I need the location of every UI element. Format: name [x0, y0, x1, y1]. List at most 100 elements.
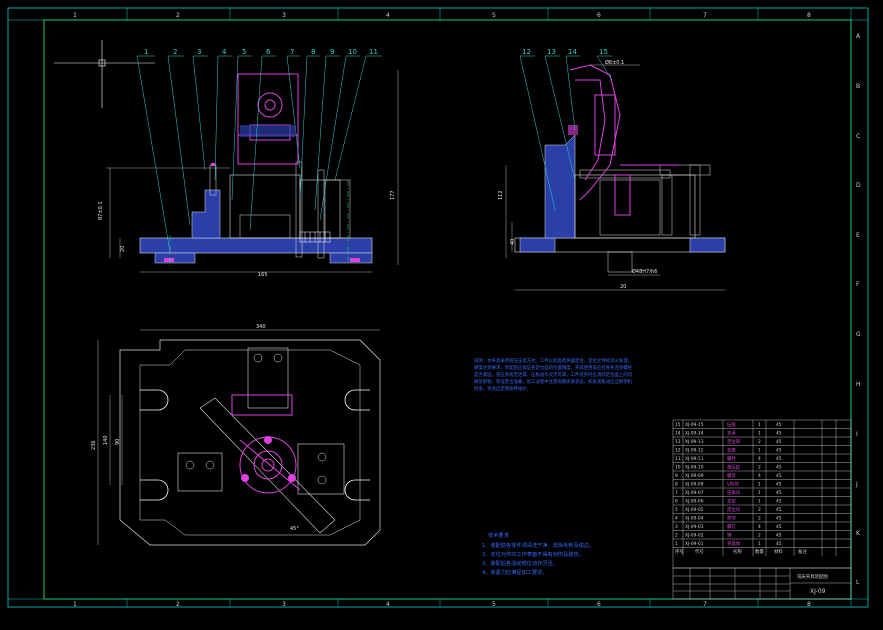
- bom-cell-name: 支承: [727, 430, 736, 437]
- balloon-5: 5: [242, 48, 246, 56]
- bom-cell-code: XJ-09-12: [685, 448, 704, 454]
- balloon-8: 8: [311, 48, 315, 56]
- bom-cell-code: XJ-09-06: [685, 499, 704, 505]
- bom-cell-qty: 1: [758, 541, 761, 547]
- front-view: 87±0.1 20 177 165: [98, 70, 399, 278]
- bom-cell-code: XJ-09-02: [685, 533, 704, 539]
- zone-col-3b: 3: [282, 601, 286, 608]
- bom-cell-name: 销: [727, 532, 732, 539]
- balloon-14: 14: [568, 48, 577, 56]
- zone-row-E: E: [856, 232, 860, 239]
- bom-cell-mat: 45: [776, 422, 782, 428]
- zone-col-5: 5: [492, 12, 496, 19]
- zone-col-7: 7: [703, 12, 707, 19]
- bom-header-mat: 材料: [774, 548, 783, 555]
- zone-col-3: 3: [282, 12, 286, 19]
- bom-cell-mat: 45: [776, 456, 782, 462]
- bom-header-remark: 备注: [798, 548, 807, 555]
- dim-front-width: 165: [258, 272, 268, 278]
- balloon-7: 7: [290, 48, 294, 56]
- bom-cell-name: 定位销: [727, 438, 741, 445]
- bom-cell-no: 14: [675, 431, 681, 437]
- balloon-15: 15: [599, 48, 608, 56]
- balloon-10: 10: [348, 48, 357, 56]
- zone-col-1: 1: [73, 12, 77, 19]
- bom-cell-name: V形块: [727, 481, 739, 488]
- bom-cell-no: 5: [675, 507, 678, 513]
- balloon-11: 11: [369, 48, 378, 56]
- bom-cell-name: 螺栓: [727, 455, 736, 462]
- bom-cell-code: XJ-09-13: [685, 439, 704, 445]
- zone-row-I: I: [856, 431, 858, 438]
- zone-labels-right: A B C D E F G H I J K L: [855, 33, 861, 586]
- bom-cell-code: XJ-09-15: [685, 422, 704, 428]
- bom-header-code: 代号: [695, 548, 704, 555]
- zone-col-8: 8: [807, 12, 811, 19]
- zone-col-2: 2: [176, 12, 180, 19]
- zone-labels-bottom: 1 2 3 4 5 6 7 8: [73, 601, 811, 608]
- bom-cell-mat: 45: [776, 490, 782, 496]
- zone-labels-top: 1 2 3 4 5 6 7 8: [73, 12, 811, 19]
- zone-grid: [8, 8, 868, 607]
- dim-side-width: 20: [620, 284, 626, 290]
- zone-col-6: 6: [597, 12, 601, 19]
- zone-col-5b: 5: [492, 601, 496, 608]
- bom-header-qty: 数量: [755, 548, 764, 555]
- balloon-12: 12: [522, 48, 531, 56]
- bom-cell-mat: 45: [776, 524, 782, 530]
- bom-cell-code: XJ-09-03: [685, 524, 704, 530]
- bom-cell-no: 13: [675, 439, 681, 445]
- bom-cell-code: XJ-09-10: [685, 465, 704, 471]
- balloon-2: 2: [173, 48, 177, 56]
- balloon-9: 9: [330, 48, 334, 56]
- dim-front-height: 87±0.1: [98, 201, 104, 220]
- zone-row-D: D: [856, 182, 861, 189]
- bom-cell-mat: 45: [776, 465, 782, 471]
- bom-cell-qty: 1: [758, 448, 761, 454]
- bom-cell-mat: 45: [776, 541, 782, 547]
- title-drawing-name: 铣床夹具装配图: [797, 573, 828, 580]
- front-balloons: [136, 55, 382, 253]
- bom-cell-mat: 45: [776, 507, 782, 513]
- zone-col-7b: 7: [703, 601, 707, 608]
- dim-plan-inner: 140: [103, 435, 109, 445]
- zone-col-8b: 8: [807, 601, 811, 608]
- bom-cell-code: XJ-09-05: [685, 507, 704, 513]
- bom-cell-code: XJ-09-07: [685, 490, 704, 496]
- bom-header-name: 名称: [733, 548, 742, 555]
- side-balloons: [519, 55, 613, 211]
- zone-row-B: B: [856, 83, 860, 90]
- bom-cell-no: 2: [675, 533, 678, 539]
- bom-cell-name: 支架: [727, 498, 736, 505]
- bom-cell-mat: 45: [776, 439, 782, 445]
- dim-plan-inner2: 90: [115, 439, 121, 445]
- dim-side-small: 40: [510, 239, 516, 245]
- balloon-13: 13: [547, 48, 556, 56]
- zone-row-J: J: [855, 481, 858, 488]
- bom-cell-mat: 45: [776, 516, 782, 522]
- bom-cell-no: 12: [675, 448, 681, 454]
- dim-side-fit: Ø48H7/h6: [632, 268, 657, 275]
- tech-req-1: 1、装配前各零件须清洗干净，去除毛刺及锐边。: [482, 541, 594, 549]
- bom-cell-no: 11: [675, 456, 681, 462]
- zone-row-C: C: [856, 133, 860, 140]
- zone-col-6b: 6: [597, 601, 601, 608]
- bom-cell-qty: 2: [758, 533, 761, 539]
- bom-cell-mat: 45: [776, 482, 782, 488]
- title-block: 铣床夹具装配图 XJ-09: [672, 567, 852, 600]
- tech-req-3: 3、装配后各活动部位动作灵活。: [482, 559, 558, 567]
- bom-cell-no: 15: [675, 422, 681, 428]
- bom-cell-no: 8: [675, 482, 678, 488]
- bom-cell-no: 10: [675, 465, 681, 471]
- balloon-6: 6: [266, 48, 271, 56]
- bom-cell-name: 压板: [727, 421, 736, 428]
- bom-cell-qty: 1: [758, 499, 761, 505]
- bom-cell-no: 9: [675, 473, 678, 479]
- bom-cell-qty: 2: [758, 507, 761, 513]
- zone-col-1b: 1: [73, 601, 77, 608]
- bom-cell-name: 螺钉: [727, 523, 736, 530]
- bom-cell-mat: 45: [776, 448, 782, 454]
- dim-front-height2: 177: [390, 190, 396, 200]
- bom-cell-qty: 4: [758, 456, 761, 462]
